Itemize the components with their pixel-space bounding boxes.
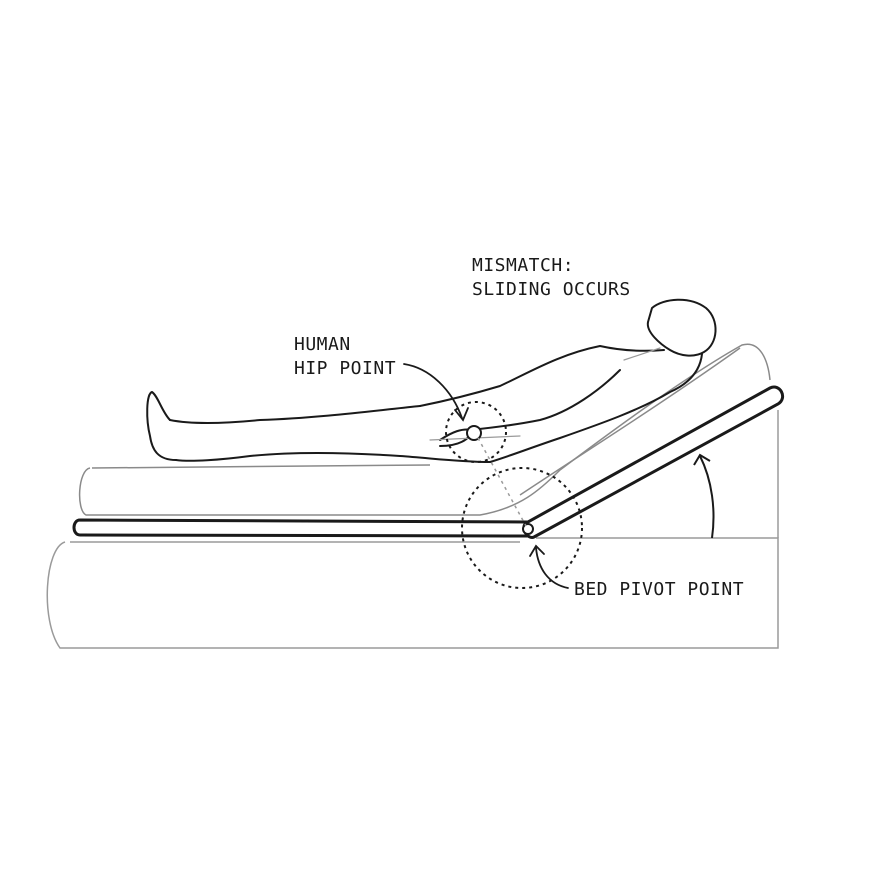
mattress-backrest-left — [519, 347, 741, 496]
pivot-leader — [535, 547, 569, 589]
hip-dashed-circle — [445, 401, 507, 463]
hip-label-line-1: HUMAN — [294, 334, 351, 355]
pivot-point-label: BED PIVOT POINT — [574, 579, 745, 600]
hip-point-label: HUMAN HIP POINT — [294, 333, 396, 381]
leg-top — [169, 405, 421, 424]
hip-leader — [403, 363, 463, 419]
mattress-flat — [78, 467, 561, 516]
back-line — [489, 353, 703, 463]
torso-upper — [419, 345, 665, 407]
deck-flat — [72, 518, 536, 538]
hip-to-pivot-line — [477, 437, 527, 527]
hip-point-marker — [445, 401, 507, 463]
mismatch-label-line-2: SLIDING OCCURS — [472, 279, 631, 300]
deck-raised — [522, 385, 784, 539]
feet — [146, 391, 177, 461]
mismatch-label: MISMATCH: SLIDING OCCURS — [472, 254, 631, 302]
pivot-dashed-circle — [461, 467, 583, 589]
human-figure — [146, 298, 717, 463]
hip-dot — [466, 425, 482, 441]
bed-base — [46, 410, 779, 649]
mattress-backrest — [559, 343, 771, 471]
hip-label-line-2: HIP POINT — [294, 358, 397, 379]
rotation-arrow — [693, 453, 715, 539]
bed-deck — [72, 385, 784, 539]
mattress-top-line — [91, 464, 431, 469]
leg-bottom — [175, 452, 491, 463]
pivot-hinge — [522, 523, 534, 535]
head — [646, 298, 717, 357]
base-outline — [46, 537, 779, 649]
arm — [469, 369, 621, 431]
leader-arrows — [403, 363, 569, 589]
mismatch-label-line-1: MISMATCH: — [472, 255, 575, 276]
mattress — [78, 343, 771, 516]
